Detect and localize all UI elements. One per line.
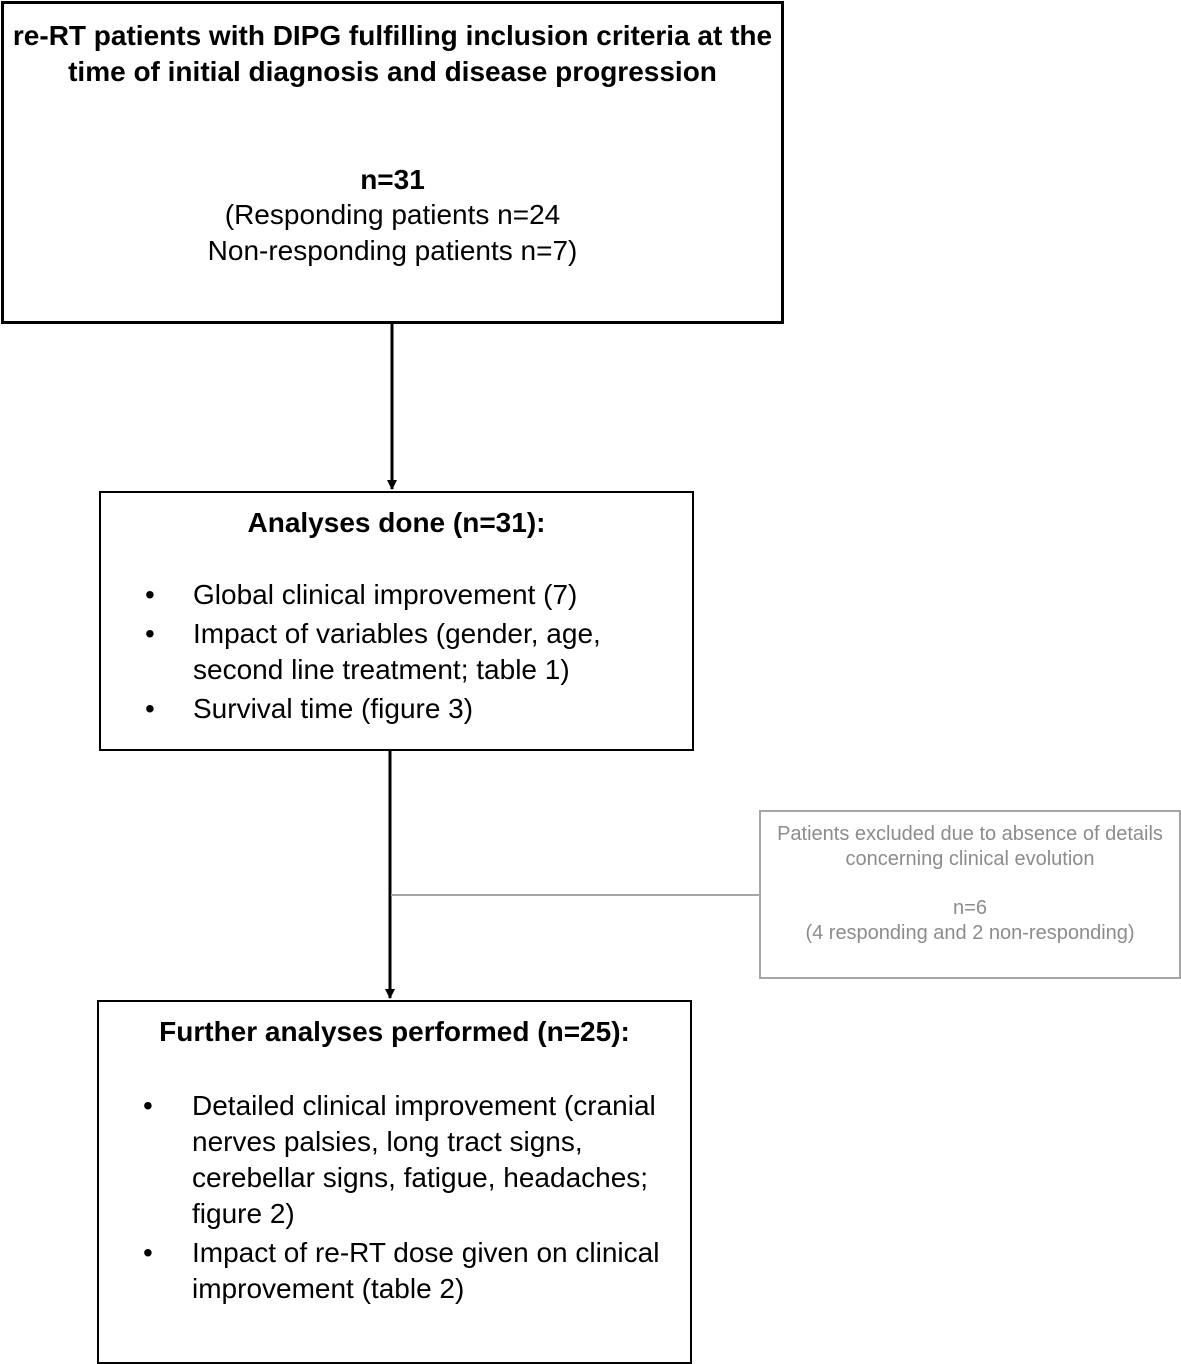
bullet-icon: • — [143, 1237, 153, 1268]
analyses-done-list: • Global clinical improvement (7) • Impact… — [101, 577, 692, 730]
list-item-text: Impact of re-RT dose given on clinical i… — [192, 1237, 660, 1304]
list-item: • Detailed clinical improvement (cranial … — [99, 1088, 690, 1232]
list-item-text: Detailed clinical improvement (cranial n… — [192, 1090, 656, 1229]
further-analyses-heading: Further analyses performed (n=25): — [159, 1016, 630, 1047]
list-item-text: Impact of variables (gender, age, second… — [193, 618, 601, 685]
list-item: • Impact of re-RT dose given on clinical … — [99, 1235, 690, 1307]
analyses-done-box: Analyses done (n=31): • Global clinical i… — [99, 491, 694, 751]
analyses-done-heading: Analyses done (n=31): — [247, 507, 546, 538]
further-analyses-box: Further analyses performed (n=25): • Deta… — [97, 1000, 692, 1364]
list-item-text: Survival time (figure 3) — [193, 693, 474, 724]
excluded-breakdown: (4 responding and 2 non-responding) — [805, 922, 1135, 944]
inclusion-count: n=31 — [360, 164, 425, 195]
excluded-counts: n=6 (4 responding and 2 non-responding) — [761, 896, 1179, 946]
non-responding-count: Non-responding patients n=7) — [207, 235, 578, 266]
bullet-icon: • — [145, 579, 155, 610]
excluded-count: n=6 — [953, 897, 987, 919]
inclusion-title: re-RT patients with DIPG fulfilling incl… — [12, 20, 773, 87]
list-item: • Global clinical improvement (7) — [101, 577, 692, 613]
inclusion-box: re-RT patients with DIPG fulfilling incl… — [1, 1, 784, 324]
excluded-patients-box: Patients excluded due to absence of deta… — [759, 810, 1181, 979]
list-item-text: Global clinical improvement (7) — [193, 579, 578, 610]
bullet-icon: • — [145, 618, 155, 649]
list-item: • Impact of variables (gender, age, secon… — [101, 616, 692, 688]
list-item: • Survival time (figure 3) — [101, 691, 692, 727]
further-analyses-list: • Detailed clinical improvement (cranial … — [99, 1088, 690, 1310]
inclusion-breakdown: (Responding patients n=24 Non-responding… — [4, 197, 781, 269]
bullet-icon: • — [143, 1090, 153, 1121]
excluded-reason: Patients excluded due to absence of deta… — [777, 823, 1163, 870]
bullet-icon: • — [145, 693, 155, 724]
responding-count: (Responding patients n=24 — [224, 199, 561, 230]
